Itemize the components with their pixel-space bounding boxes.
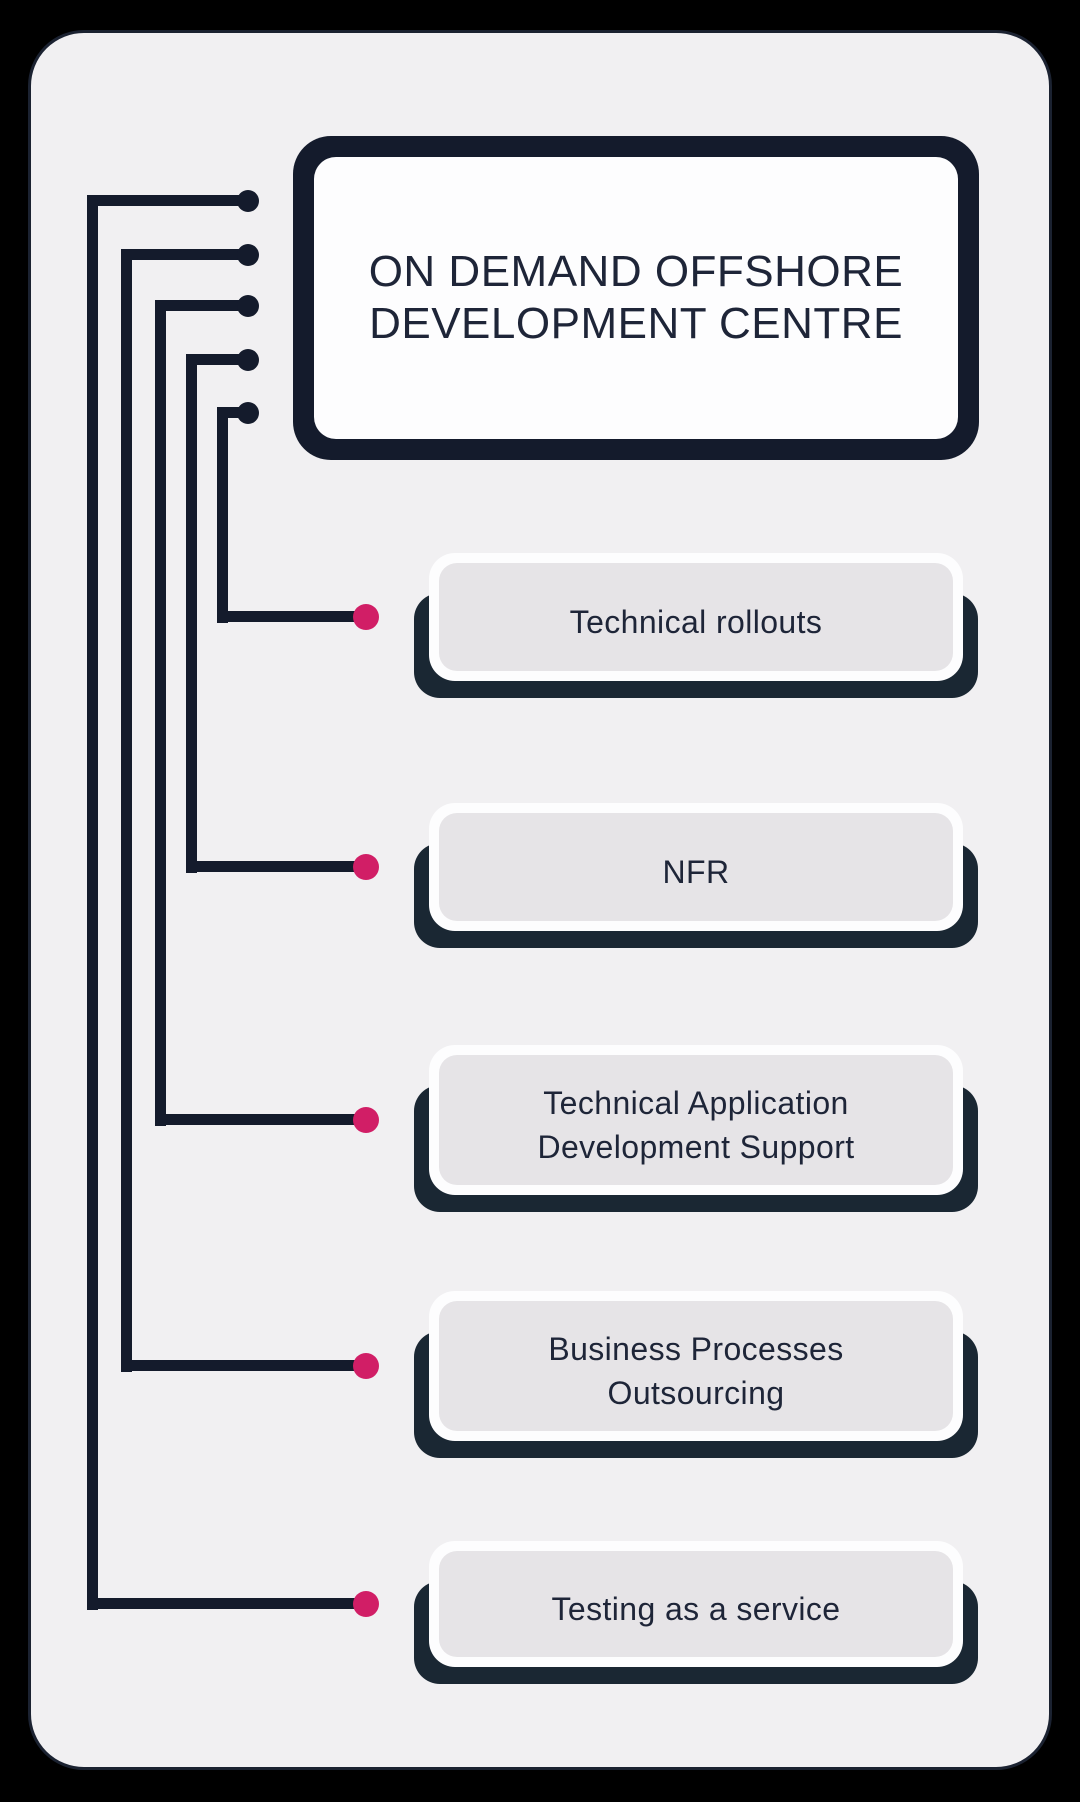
root-node: ON DEMAND OFFSHORE DEVELOPMENT CENTRE <box>293 136 979 460</box>
pin-dot <box>237 190 259 212</box>
endpoint-dot <box>353 1591 379 1617</box>
endpoint-dot <box>353 1353 379 1379</box>
connector-feed <box>122 1360 366 1371</box>
node-box: Technical Application Development Suppor… <box>429 1045 963 1195</box>
diagram-card: ON DEMAND OFFSHORE DEVELOPMENT CENTRE Te… <box>28 30 1052 1770</box>
connector-trunk <box>217 407 228 623</box>
root-node-label: ON DEMAND OFFSHORE DEVELOPMENT CENTRE <box>368 247 904 348</box>
pin-dot <box>237 295 259 317</box>
root-node-face: ON DEMAND OFFSHORE DEVELOPMENT CENTRE <box>314 157 958 439</box>
node-box: Testing as a service <box>429 1541 963 1667</box>
connector-trunk <box>121 249 132 1372</box>
endpoint-dot <box>353 1107 379 1133</box>
endpoint-dot <box>353 604 379 630</box>
node-label: Technical rollouts <box>569 604 823 640</box>
connector-feed <box>88 1598 366 1609</box>
child-node-nfr: NFR <box>414 803 978 948</box>
child-node-technical-rollouts: Technical rollouts <box>414 553 978 698</box>
node-label: Business Processes Outsourcing <box>548 1331 844 1411</box>
connector-feed <box>187 861 366 872</box>
node-face: Technical Application Development Suppor… <box>439 1055 953 1185</box>
node-label: Testing as a service <box>551 1591 841 1627</box>
pin-dot <box>237 244 259 266</box>
connector-stub <box>217 407 248 418</box>
child-node-technical-application-development-support: Technical Application Development Suppor… <box>414 1045 978 1212</box>
connector-stub <box>155 300 248 311</box>
pin-dot <box>237 349 259 371</box>
node-face: Business Processes Outsourcing <box>439 1301 953 1431</box>
node-box: Technical rollouts <box>429 553 963 681</box>
connector-stub <box>87 195 248 206</box>
connector-trunk <box>155 300 166 1126</box>
child-node-business-processes-outsourcing: Business Processes Outsourcing <box>414 1291 978 1458</box>
node-face: NFR <box>439 813 953 921</box>
node-label: Technical Application Development Suppor… <box>537 1085 855 1165</box>
pin-dot <box>237 402 259 424</box>
node-box: Business Processes Outsourcing <box>429 1291 963 1441</box>
endpoint-dot <box>353 854 379 880</box>
node-box: NFR <box>429 803 963 931</box>
connector-feed <box>218 611 366 622</box>
connector-stub <box>186 354 248 365</box>
connector-feed <box>156 1114 366 1125</box>
node-face: Testing as a service <box>439 1551 953 1657</box>
node-label: NFR <box>662 854 730 890</box>
connector-trunk <box>186 354 197 873</box>
child-node-testing-as-a-service: Testing as a service <box>414 1541 978 1684</box>
node-face: Technical rollouts <box>439 563 953 671</box>
connector-trunk <box>87 195 98 1610</box>
connector-stub <box>121 249 248 260</box>
